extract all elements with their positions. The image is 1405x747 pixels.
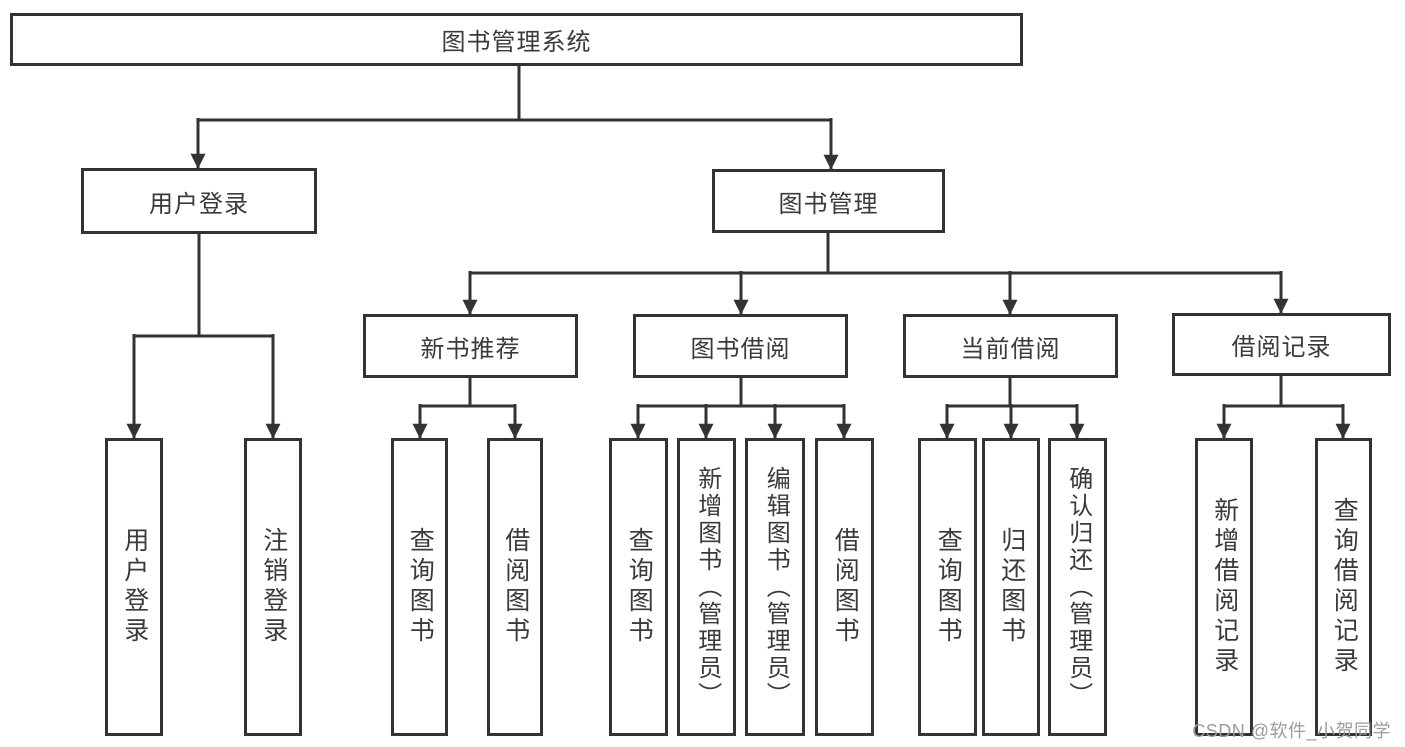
leaf-user-login: 用户登录 [105,438,163,736]
node-library-management-system: 图书管理系统 [10,13,1023,66]
leaf-recommend-borrow-books: 借阅图书 [487,438,543,736]
leaf-borrow-borrow-books: 借阅图书 [815,438,874,736]
node-book-management: 图书管理 [712,169,945,233]
node-book-borrowing: 图书借阅 [633,314,848,378]
leaf-borrow-edit-book-admin: 编辑图书（管理员） [745,438,805,736]
leaf-current-query-books: 查询图书 [918,438,977,736]
node-borrowing-records: 借阅记录 [1172,313,1391,376]
leaf-records-query-borrow-record: 查询借阅记录 [1315,438,1372,736]
leaf-borrow-query-books: 查询图书 [609,438,668,736]
node-user-login: 用户登录 [81,168,317,234]
leaf-records-add-borrow-record: 新增借阅记录 [1195,438,1253,736]
leaf-current-return-books: 归还图书 [982,438,1040,736]
leaf-logout: 注销登录 [244,438,302,736]
node-new-book-recommendation: 新书推荐 [363,314,578,378]
leaf-current-confirm-return-admin: 确认归还（管理员） [1048,438,1107,736]
node-current-borrowing: 当前借阅 [903,314,1118,378]
csdn-watermark: CSDN @软件_小贺同学 [1192,721,1391,741]
leaf-borrow-add-book-admin: 新增图书（管理员） [677,438,736,736]
leaf-recommend-query-books: 查询图书 [391,438,448,736]
